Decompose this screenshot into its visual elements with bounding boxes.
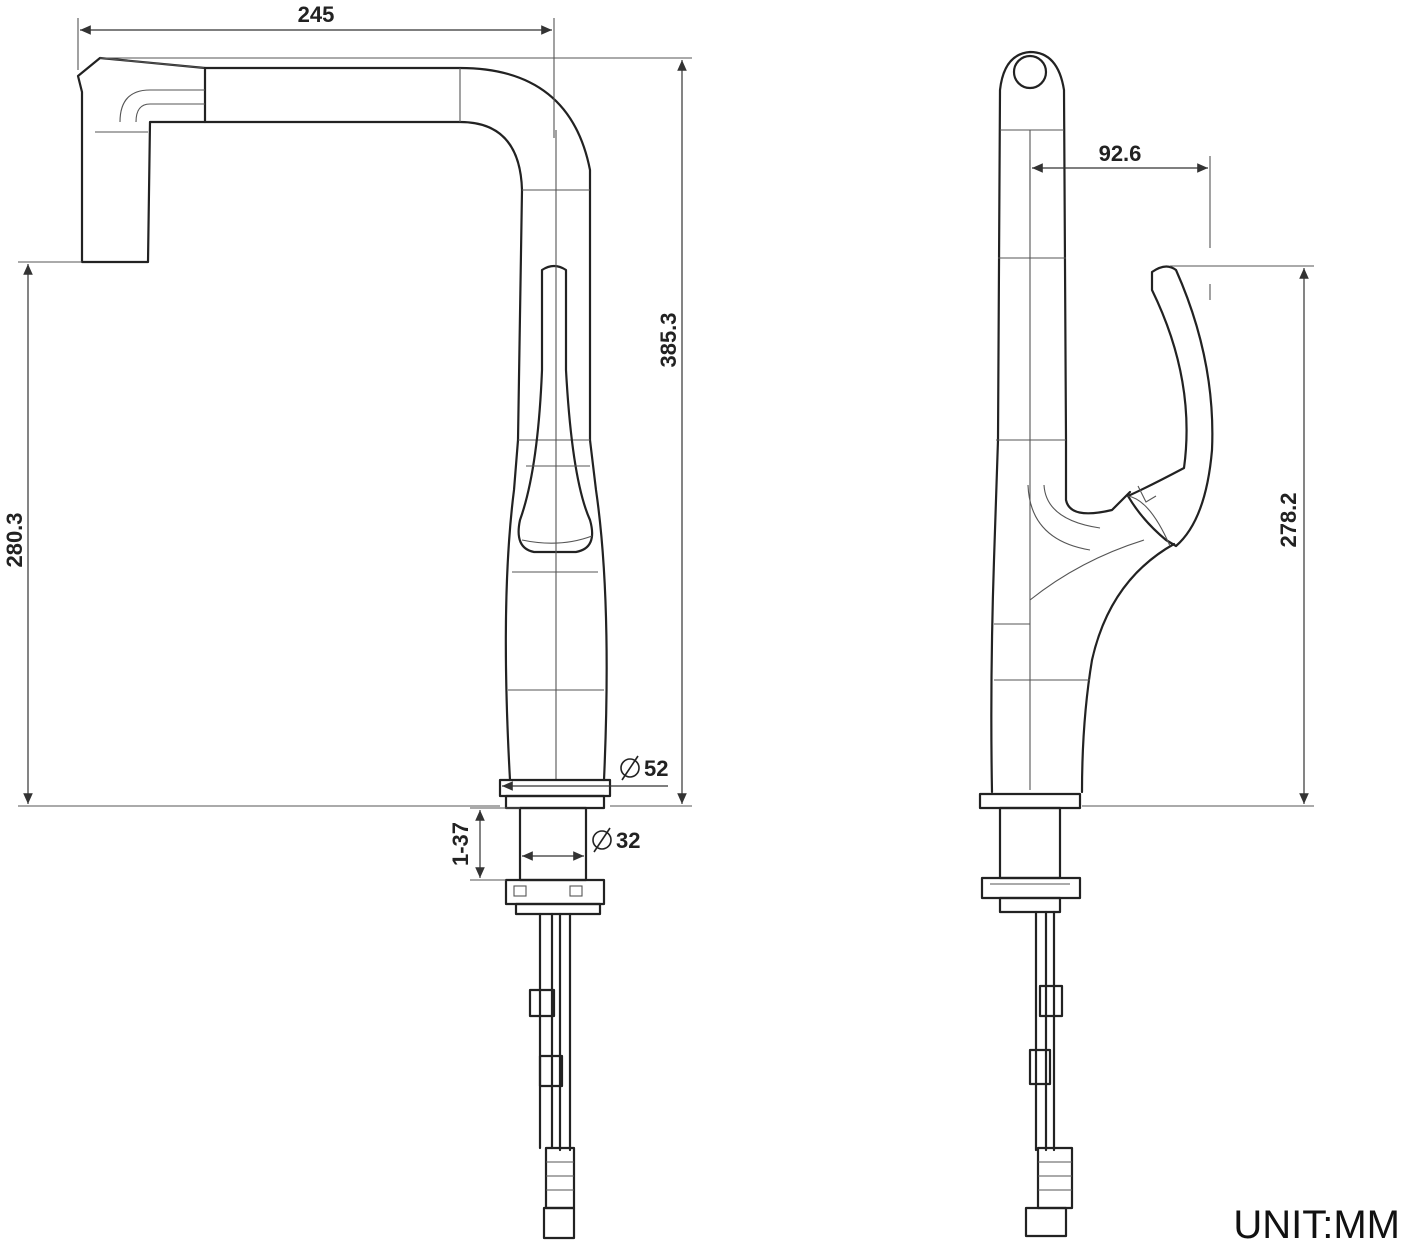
- label-height-278: 278.2: [1276, 492, 1301, 547]
- front-spout-head: [76, 56, 207, 264]
- unit-label: UNIT:MM: [1233, 1203, 1400, 1245]
- front-supply-hoses: [528, 912, 576, 1240]
- front-shank: [518, 806, 588, 882]
- label-reach-92: 92.6: [1099, 141, 1142, 166]
- label-diameter-32: 32: [616, 828, 640, 853]
- side-base-ring: [978, 792, 1082, 810]
- front-handle: [517, 264, 594, 554]
- side-top-cap: [1012, 54, 1048, 90]
- front-spout-arm: [203, 66, 608, 782]
- side-shank: [998, 806, 1062, 880]
- side-body: [990, 50, 1176, 794]
- label-deck-1-37: 1-37: [448, 822, 473, 866]
- side-dimension-lines: [1029, 156, 1314, 807]
- label-diameter-52: 52: [644, 756, 668, 781]
- label-width-245: 245: [298, 2, 335, 27]
- side-handle: [1126, 265, 1214, 548]
- front-view: [76, 56, 612, 1240]
- side-mount-plate: [980, 876, 1082, 900]
- label-height-385: 385.3: [656, 312, 681, 367]
- label-height-280: 280.3: [2, 512, 27, 567]
- side-supply-hoses: [1024, 910, 1074, 1238]
- front-dimension-lines: [18, 18, 692, 881]
- front-mount-plate: [504, 878, 606, 906]
- front-base-ring: [498, 778, 612, 798]
- side-view: [978, 50, 1214, 1238]
